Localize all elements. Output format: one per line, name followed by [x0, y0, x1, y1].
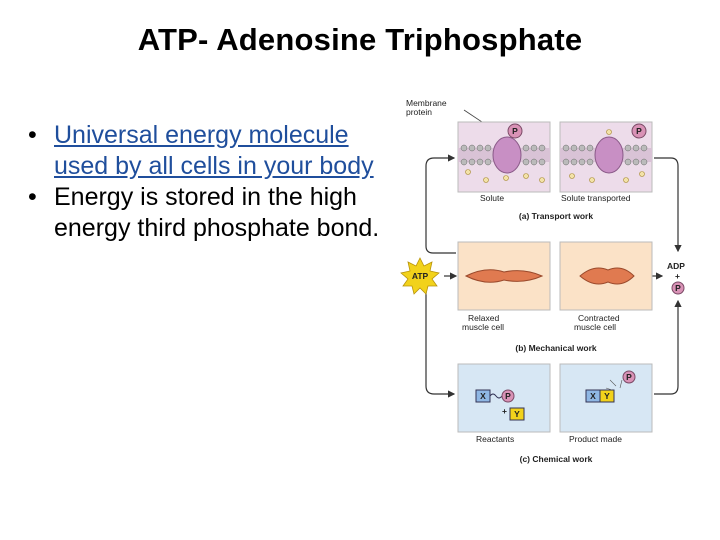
bullet-link-text[interactable]: Universal energy molecule used by all ce… [54, 121, 374, 180]
bullet-item: • Energy is stored in the high energy th… [28, 182, 393, 244]
membrane-right [560, 136, 652, 174]
cycle-arrow-top-right [654, 157, 682, 253]
product-label: Product made [569, 434, 622, 444]
phosphate-label: P [505, 391, 511, 401]
adp-label: ADP [667, 261, 685, 271]
bullet-dot: • [28, 121, 37, 149]
phosphate-label: P [512, 126, 518, 136]
phosphate-icon: P [671, 281, 685, 295]
x-label: X [480, 391, 486, 401]
bullet-dot: • [28, 183, 37, 211]
atp-starburst: ATP [400, 257, 440, 295]
phosphate-icon: P [622, 370, 636, 384]
y-label: Y [604, 391, 610, 401]
phosphate-icon: P [507, 123, 523, 139]
phosphate-icon: P [501, 389, 515, 403]
phosphate-label: P [626, 372, 632, 382]
phosphate-label: P [636, 126, 642, 136]
y-block [599, 389, 615, 403]
cycle-arrow-bottom-left [425, 271, 456, 398]
bullet-text: Energy is stored in the high energy thir… [54, 183, 380, 242]
cycle-arrow-bottom-right [654, 299, 682, 395]
reactants-label: Reactants [476, 434, 514, 444]
relaxed-muscle-cell [464, 269, 544, 283]
chemical-caption: (c) Chemical work [520, 454, 593, 464]
membrane-left [458, 136, 550, 174]
contracted-muscle-cell [579, 267, 635, 285]
x-label: X [590, 391, 596, 401]
solute-transported-label: Solute transported [561, 193, 631, 203]
y-block [509, 407, 525, 421]
phosphate-label: P [675, 283, 681, 293]
atp-label: ATP [412, 271, 429, 281]
solute-dots [465, 129, 645, 183]
plus-label: + [675, 271, 680, 281]
y-label: Y [514, 409, 520, 419]
bond-squiggle [489, 393, 503, 399]
slide-title: ATP- Adenosine Triphosphate [137, 22, 583, 57]
solute-label: Solute [480, 193, 504, 203]
cycle-arrow-top-left [425, 154, 456, 254]
phosphate-icon: P [631, 123, 647, 139]
mechanical-caption: (b) Mechanical work [515, 343, 597, 353]
bullet-item: • Universal energy molecule used by all … [28, 120, 393, 182]
release-burst [605, 379, 623, 391]
transport-caption: (a) Transport work [519, 211, 593, 221]
plus-label: + [502, 406, 507, 416]
bullet-list: • Universal energy molecule used by all … [28, 120, 393, 244]
